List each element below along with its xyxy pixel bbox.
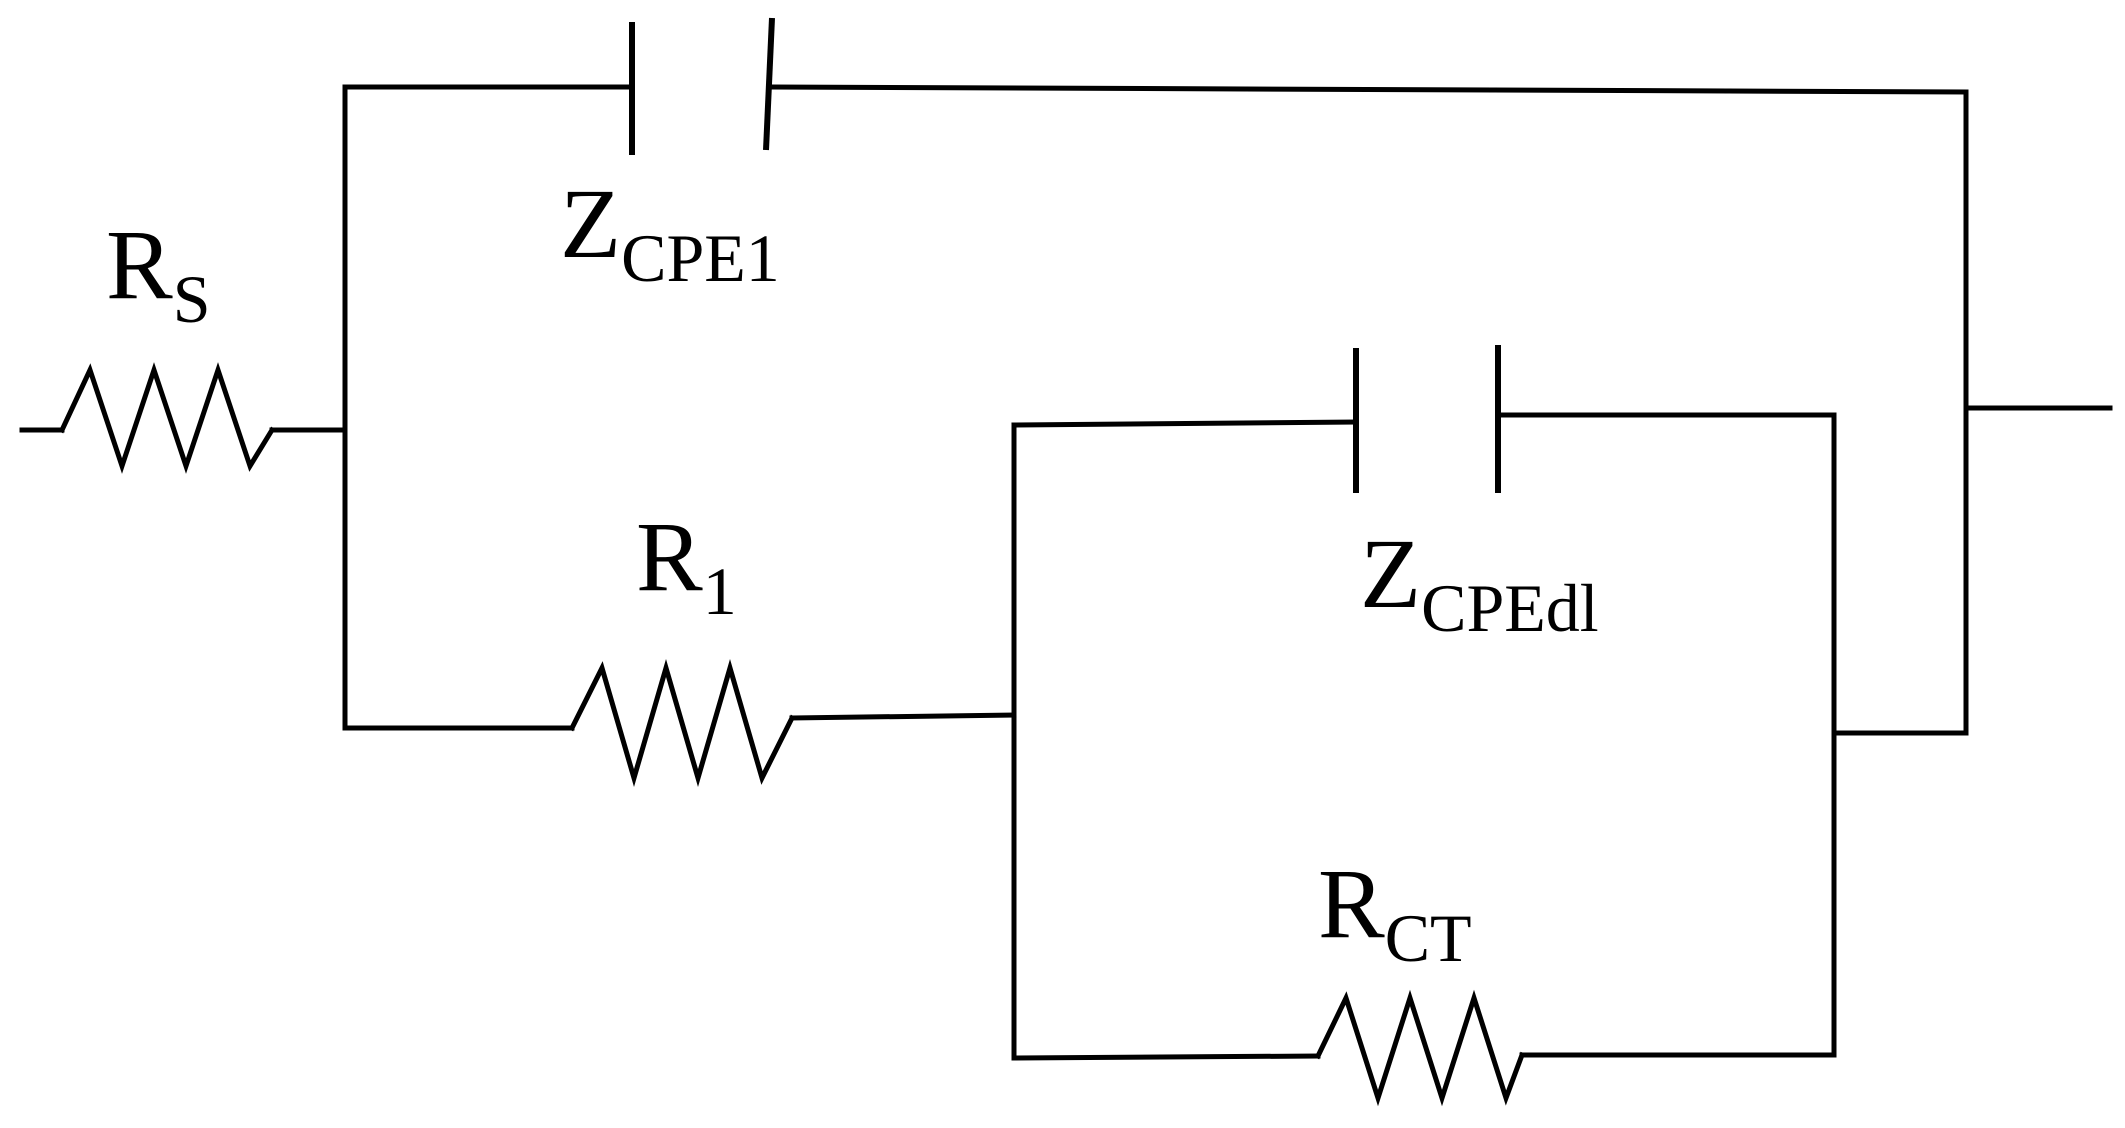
- label-rs-main: R: [106, 209, 173, 320]
- label-cpedl-sub: CPEdl: [1421, 570, 1599, 646]
- label-rct: RCT: [1318, 848, 1472, 976]
- label-r1-sub: 1: [703, 553, 737, 629]
- label-rct-sub: CT: [1385, 900, 1472, 976]
- resistor-rct-symbol: [1314, 989, 1526, 1107]
- label-cpedl-main: Z: [1360, 518, 1421, 629]
- capacitor-cpe1-right-plate: [763, 17, 775, 151]
- resistor-r1-symbol: [568, 659, 796, 787]
- label-cpedl: ZCPEdl: [1360, 518, 1599, 646]
- top-branch-right-wire: [769, 84, 1969, 95]
- label-cpe1-sub: CPE1: [621, 220, 780, 296]
- label-r1: R1: [636, 501, 737, 629]
- label-rs: RS: [106, 209, 211, 337]
- r1-right-wire: [789, 712, 1017, 721]
- label-cpe1-main: Z: [560, 168, 621, 279]
- label-cpe1: ZCPE1: [560, 168, 780, 296]
- label-r1-main: R: [636, 501, 703, 612]
- cpedl-left-wire: [1011, 419, 1359, 428]
- rct-left-wire: [1011, 1053, 1321, 1061]
- label-rs-sub: S: [173, 261, 211, 337]
- label-rct-main: R: [1318, 848, 1385, 959]
- resistor-rs-symbol: [58, 362, 276, 474]
